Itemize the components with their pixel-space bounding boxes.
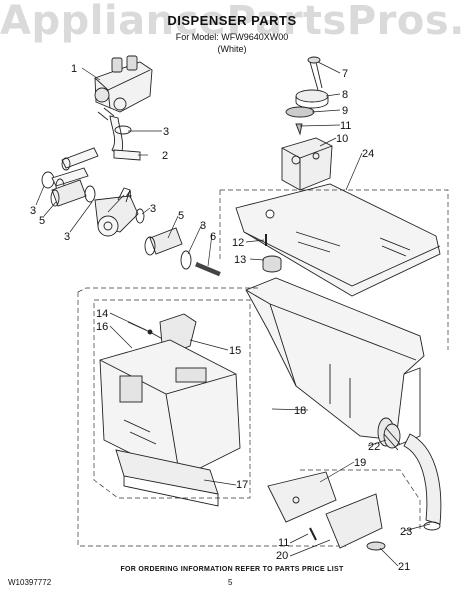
callout-13: 13 xyxy=(234,254,246,266)
callout-24: 24 xyxy=(362,148,374,160)
gasket-21-drawing xyxy=(366,541,386,551)
water-valve-drawing xyxy=(94,55,153,121)
top-pump-assembly-drawing xyxy=(285,56,329,136)
screw-11-lower-drawing xyxy=(309,527,317,541)
callout-10: 10 xyxy=(336,133,348,145)
lid-24-drawing xyxy=(235,183,441,297)
page-title: DISPENSER PARTS xyxy=(167,13,297,28)
callout-8: 8 xyxy=(342,89,348,101)
housing-18-drawing xyxy=(245,277,425,447)
callout-3e: 3 xyxy=(200,220,206,232)
color-line: (White) xyxy=(217,44,247,54)
callout-17: 17 xyxy=(236,479,248,491)
document-number: W10397772 xyxy=(8,578,52,587)
number-leaders xyxy=(35,61,431,567)
callout-11b: 11 xyxy=(278,537,289,549)
callout-18: 18 xyxy=(294,405,306,417)
actuator-10-drawing xyxy=(281,137,333,191)
hose-5-left-drawing xyxy=(50,179,96,207)
callout-3c: 3 xyxy=(64,231,70,243)
callout-5a: 5 xyxy=(39,215,45,227)
callout-21: 21 xyxy=(398,561,410,573)
hose-2-drawing xyxy=(109,115,141,161)
ordering-note: FOR ORDERING INFORMATION REFER TO PARTS … xyxy=(120,566,344,573)
bellows-22-drawing xyxy=(383,423,401,451)
callout-numbers: 1 3 2 3 5 3 4 3 5 3 6 7 8 9 11 10 24 12 … xyxy=(30,63,412,573)
callout-1: 1 xyxy=(71,63,77,75)
callout-3d: 3 xyxy=(150,203,156,215)
drawer-front-17-drawing xyxy=(115,449,219,507)
callout-7: 7 xyxy=(342,68,348,80)
callout-16: 16 xyxy=(96,321,108,333)
bracket-19-drawing xyxy=(267,471,337,523)
callout-3b: 3 xyxy=(30,205,36,217)
callout-11a: 11 xyxy=(340,120,351,132)
callout-23: 23 xyxy=(400,526,412,538)
cover-20-drawing xyxy=(325,493,383,549)
callout-3a: 3 xyxy=(163,126,169,138)
callout-4: 4 xyxy=(126,189,132,201)
page-number: 5 xyxy=(228,578,233,587)
knob-13-drawing xyxy=(262,255,282,273)
callout-5b: 5 xyxy=(178,210,184,222)
hose-left-drawing xyxy=(41,147,99,194)
callout-leader-lines xyxy=(77,189,449,547)
hose-23-drawing xyxy=(403,433,442,531)
callout-6: 6 xyxy=(210,231,216,243)
callout-14: 14 xyxy=(96,308,108,320)
callout-15: 15 xyxy=(229,345,241,357)
callout-19: 19 xyxy=(354,457,366,469)
drawer-16-drawing xyxy=(99,339,241,479)
hose-5-right-drawing xyxy=(144,227,192,270)
callout-9: 9 xyxy=(342,105,348,117)
callout-2: 2 xyxy=(162,150,168,162)
model-line: For Model: WFW9640XW00 xyxy=(175,32,289,42)
callout-20: 20 xyxy=(276,550,288,562)
callout-12: 12 xyxy=(232,237,244,249)
spring-6-drawing xyxy=(195,261,223,277)
connector-4-drawing xyxy=(94,187,145,237)
callout-22: 22 xyxy=(368,441,380,453)
